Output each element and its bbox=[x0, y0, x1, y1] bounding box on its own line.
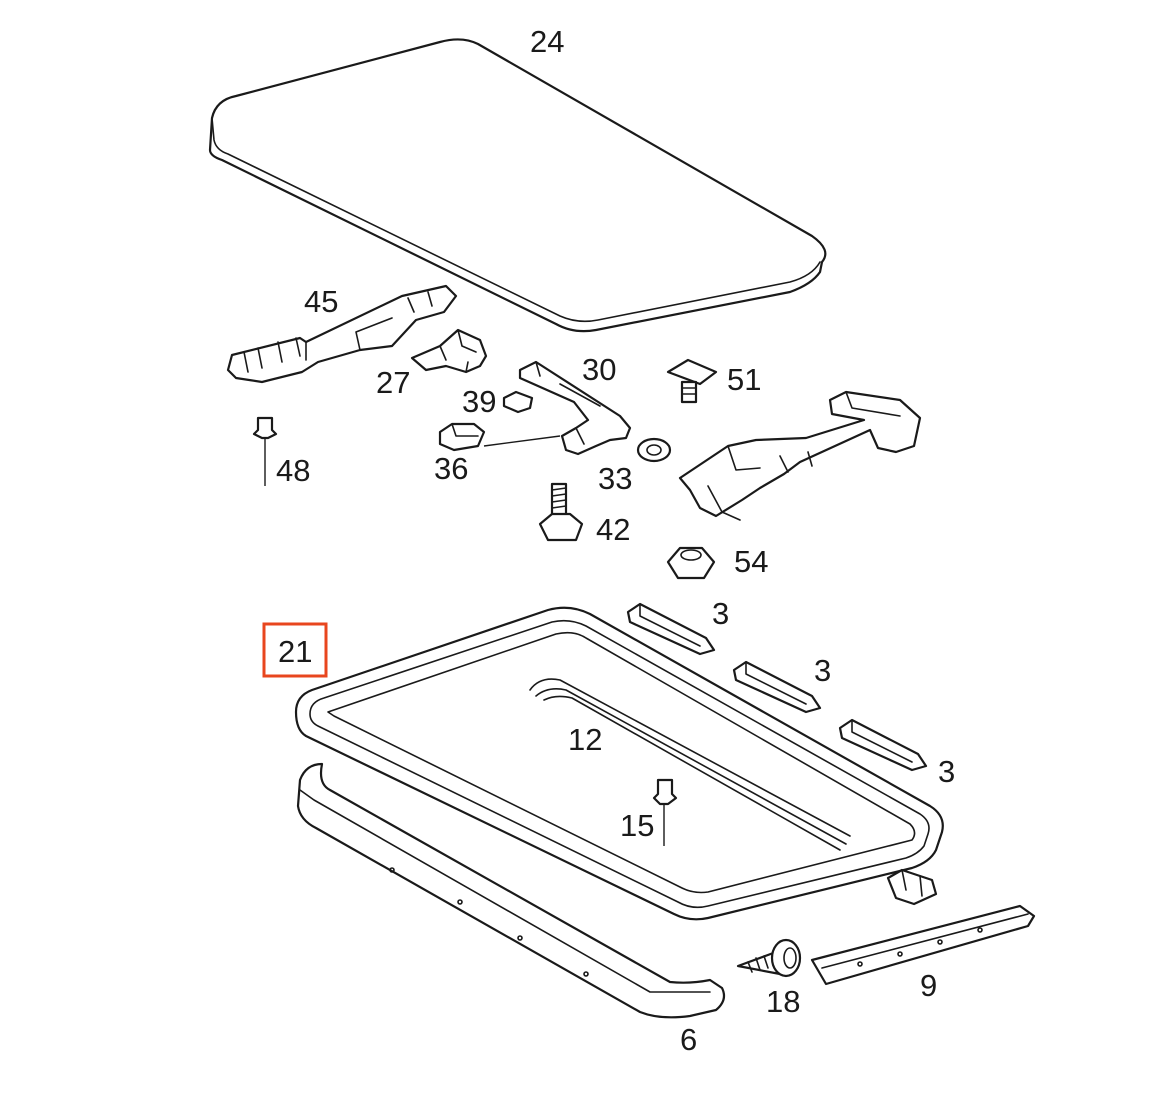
callout-12: 12 bbox=[568, 722, 602, 757]
callout-3-c: 3 bbox=[938, 754, 955, 789]
callout-3-b: 3 bbox=[814, 653, 831, 688]
part-15-pin bbox=[652, 778, 678, 846]
part-54-nut bbox=[666, 546, 716, 580]
part-12-seal-rail bbox=[529, 678, 851, 851]
callout-45: 45 bbox=[304, 284, 338, 319]
part-3-shoe-c bbox=[838, 718, 928, 772]
part-right-mechanism bbox=[678, 390, 922, 521]
leader-lines bbox=[483, 435, 561, 447]
callout-9: 9 bbox=[920, 968, 937, 1003]
part-3-shoe-b bbox=[732, 660, 822, 714]
part-30-lifter-arm bbox=[518, 360, 632, 456]
part-48-pin bbox=[252, 416, 278, 486]
part-corner-bracket bbox=[886, 868, 938, 906]
callout-18: 18 bbox=[766, 984, 800, 1019]
callout-30: 30 bbox=[582, 352, 616, 387]
callout-3-a: 3 bbox=[712, 596, 729, 631]
part-33-ring bbox=[636, 437, 672, 463]
callout-54: 54 bbox=[734, 544, 768, 579]
callout-48: 48 bbox=[276, 453, 310, 488]
part-18-screw bbox=[736, 938, 802, 978]
callout-27: 27 bbox=[376, 365, 410, 400]
part-51-clip-nut bbox=[666, 358, 718, 404]
part-27-clip bbox=[410, 328, 488, 374]
callout-21: 21 bbox=[278, 634, 312, 669]
callout-33: 33 bbox=[598, 461, 632, 496]
highlight-box-21 bbox=[262, 622, 328, 678]
part-36-slider bbox=[438, 422, 486, 452]
part-9-rail-strip bbox=[810, 904, 1036, 986]
part-6-lower-rail bbox=[296, 762, 726, 1019]
part-3-shoe-a bbox=[626, 602, 716, 656]
part-24-glass-panel bbox=[208, 38, 827, 333]
callout-42: 42 bbox=[596, 512, 630, 547]
part-45-guide-bracket bbox=[226, 284, 458, 384]
callout-39: 39 bbox=[462, 384, 496, 419]
callout-36: 36 bbox=[434, 451, 468, 486]
part-42-bolt bbox=[538, 482, 584, 542]
part-39-block bbox=[502, 390, 534, 414]
callout-6: 6 bbox=[680, 1022, 697, 1057]
callout-15: 15 bbox=[620, 808, 654, 843]
callout-51: 51 bbox=[727, 362, 761, 397]
callout-24: 24 bbox=[530, 24, 564, 59]
part-21-frame bbox=[294, 606, 944, 921]
